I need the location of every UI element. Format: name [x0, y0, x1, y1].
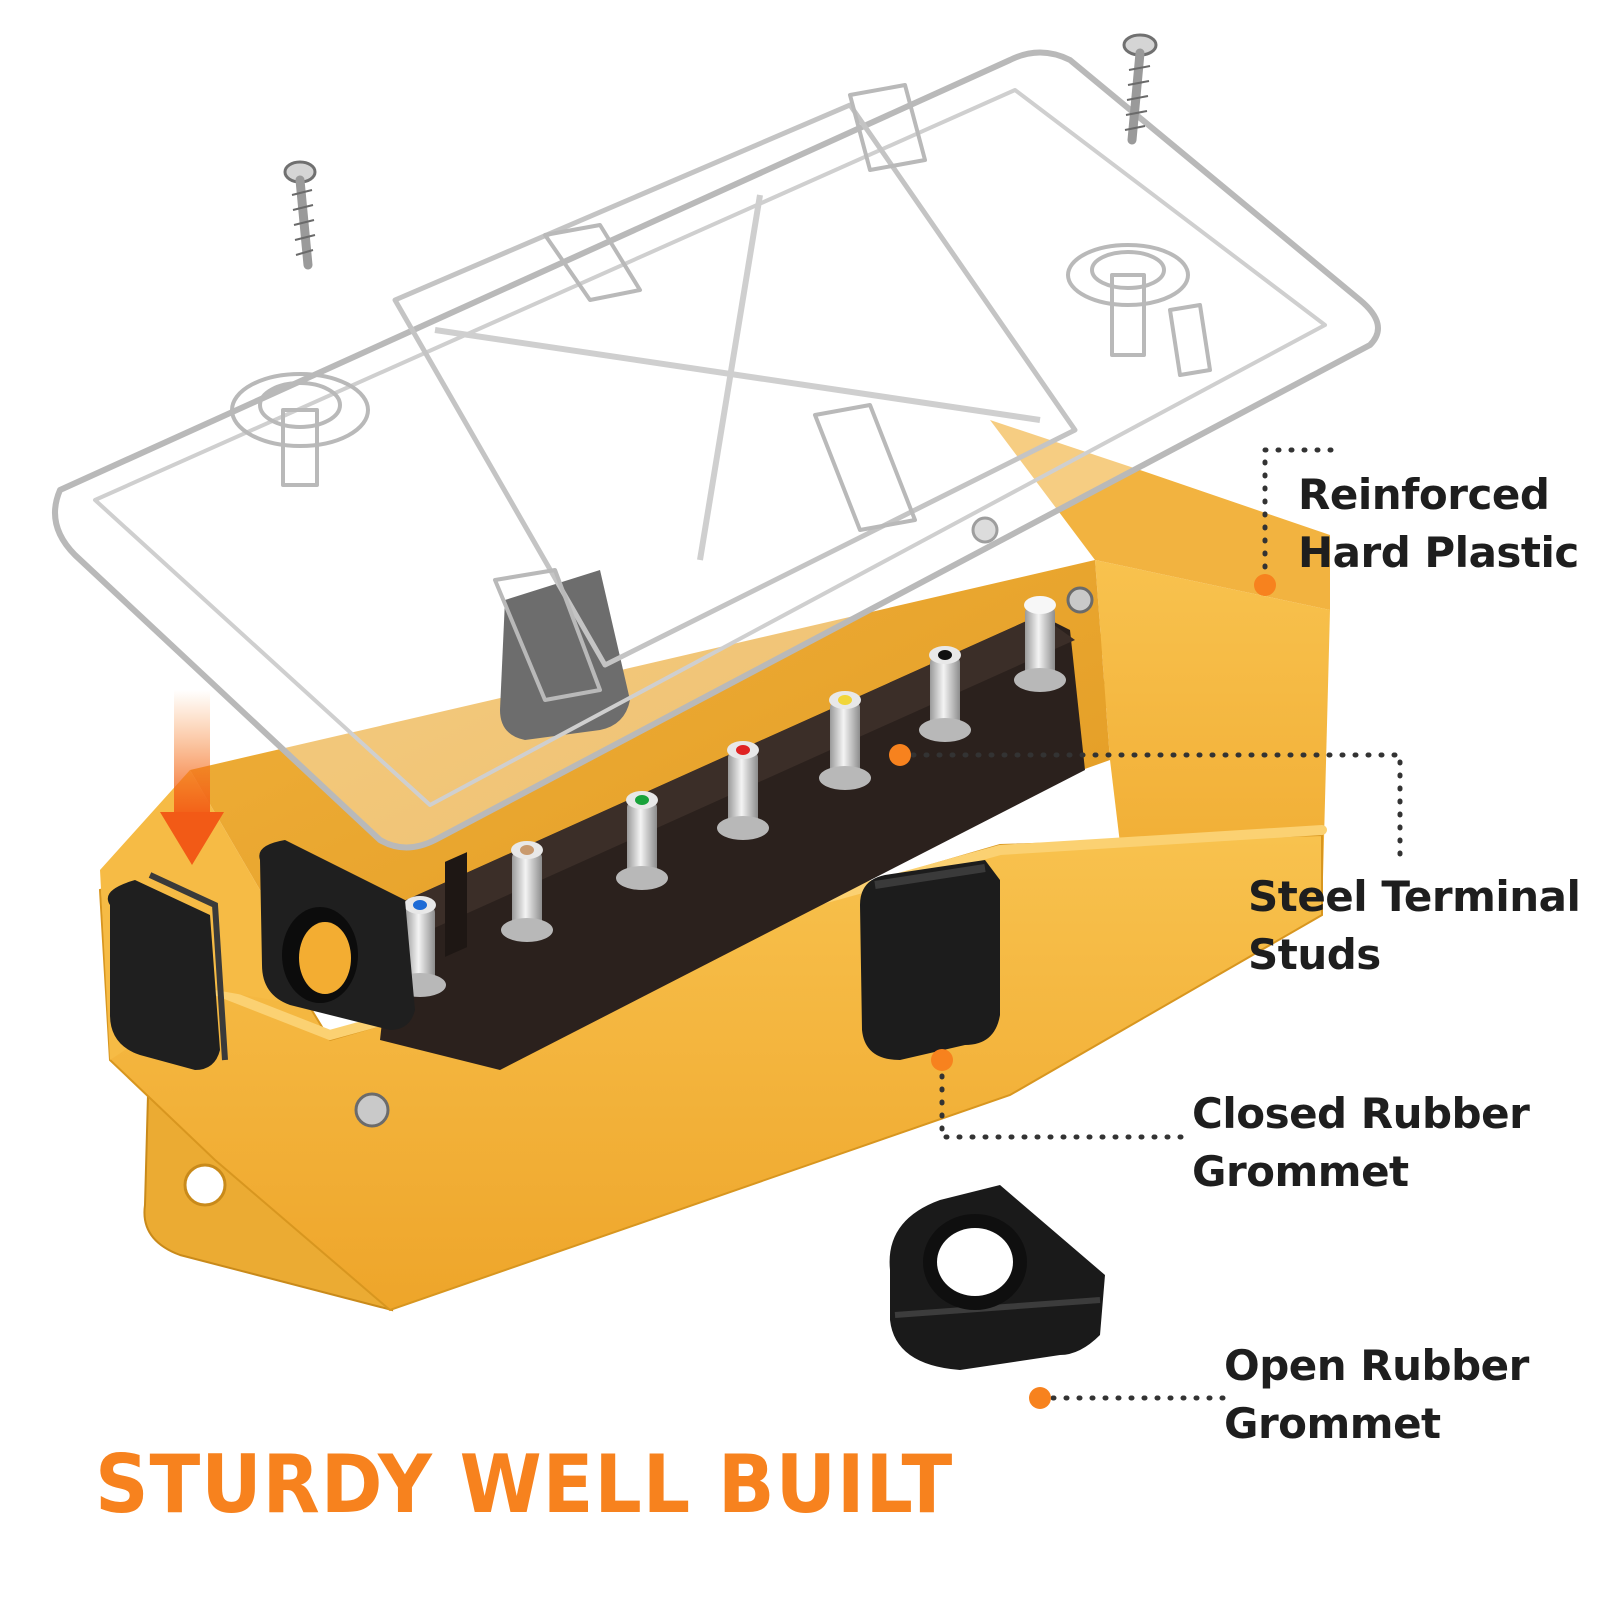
grommet-back-left	[500, 570, 630, 740]
callout-line: Studs	[1248, 930, 1381, 979]
lid-screw-right	[1122, 33, 1158, 145]
down-arrow	[160, 690, 224, 865]
callout-open-rubber-grommet: Open Rubber Grommet	[1224, 1337, 1529, 1453]
callout-line: Open Rubber	[1224, 1341, 1529, 1390]
dot-open	[1029, 1387, 1051, 1409]
lid-window	[392, 102, 1078, 668]
callout-line: Grommet	[1224, 1399, 1441, 1448]
stud-green	[616, 791, 668, 890]
callout-dots	[889, 574, 1276, 1409]
headline: STURDY WELL BUILT	[95, 1438, 954, 1531]
callout-line: Closed Rubber	[1192, 1089, 1530, 1138]
callout-closed-rubber-grommet: Closed Rubber Grommet	[1192, 1085, 1530, 1201]
callout-leaders	[897, 447, 1403, 1401]
stud-white	[1014, 596, 1066, 692]
box-back-wall	[990, 420, 1330, 610]
loose-open-grommet	[889, 1185, 1105, 1370]
callout-reinforced-hard-plastic: Reinforced Hard Plastic	[1298, 466, 1579, 582]
callout-line: Steel Terminal	[1248, 872, 1581, 921]
stud-red	[717, 741, 769, 840]
dot-plastic	[1254, 574, 1276, 596]
callout-line: Hard Plastic	[1298, 528, 1579, 577]
stud-yellow	[819, 691, 871, 790]
terminal-studs	[394, 596, 1066, 997]
lid-inner	[93, 88, 1327, 807]
lid-boss-right	[1066, 243, 1190, 357]
leader-closed	[939, 1060, 1193, 1140]
leader-studs	[897, 752, 1403, 863]
leader-plastic	[1262, 447, 1338, 583]
dot-studs	[889, 744, 911, 766]
box-screws	[354, 516, 1094, 1128]
dot-closed	[931, 1049, 953, 1071]
open-grommet-on-box	[259, 840, 415, 1030]
callout-line: Grommet	[1192, 1147, 1409, 1196]
callout-steel-terminal-studs: Steel Terminal Studs	[1248, 868, 1581, 984]
stud-tan	[501, 841, 553, 942]
closed-grommet-front	[860, 860, 1000, 1060]
lid-boss-left	[230, 372, 370, 487]
closed-grommet-left	[107, 872, 228, 1070]
terminal-base	[380, 615, 1085, 1070]
lid-screw-left	[283, 160, 317, 270]
clear-lid	[52, 49, 1381, 851]
stud-black	[919, 646, 971, 742]
lid-x-brace-1	[434, 327, 1041, 423]
mounting-hole	[183, 1163, 227, 1207]
lid-x-brace-2	[697, 194, 763, 561]
callout-line: Reinforced	[1298, 470, 1550, 519]
